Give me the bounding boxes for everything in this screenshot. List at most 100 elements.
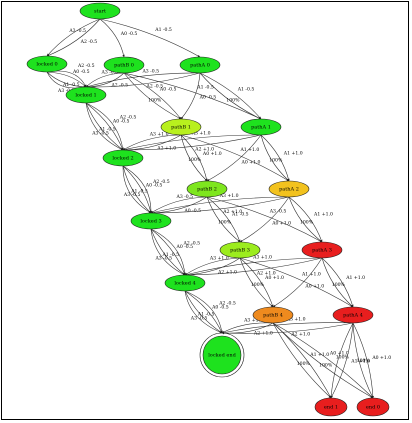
node-label: start <box>94 9 106 15</box>
node-pathA3[interactable]: pathA 3 <box>301 241 343 259</box>
node-pathB4[interactable]: pathB 4 <box>252 306 294 324</box>
node-ellipse <box>332 306 374 324</box>
edge-pathB3-pathA4 <box>239 257 354 308</box>
edge-pathA3-locked4 <box>184 257 323 277</box>
nodes-layer: start locked 0 pathB 0 pathA 0 locked 1 pathB… <box>26 2 390 417</box>
node-pathA1[interactable]: pathA 1 <box>240 118 282 136</box>
edge-locked3-locked4 <box>150 228 186 276</box>
node-label: locked end <box>208 353 236 359</box>
node-label: locked 2 <box>112 156 133 162</box>
edge-pathB4-end0 <box>272 322 374 399</box>
node-ellipse <box>252 306 294 324</box>
edge-label: A0 -0.5 <box>145 182 163 188</box>
node-outer-ring <box>199 332 245 378</box>
edge-pathA2-locked3 <box>150 196 290 215</box>
node-pathB3[interactable]: pathB 3 <box>219 241 261 259</box>
edge-label: A3 +1.0 <box>209 256 229 262</box>
edge-pathB3-pathB4 <box>239 257 274 308</box>
edge-pathA4-end0 <box>352 322 375 399</box>
edge-label: A3 -0.5 <box>123 192 141 198</box>
edge-label: A2 +1.0 <box>256 270 276 276</box>
edge-locked1-locked2 <box>85 102 124 151</box>
edge-pathA2-pathB3 <box>239 196 290 243</box>
edge-locked2-locked3 <box>122 165 152 214</box>
node-pathB1[interactable]: pathB 1 <box>160 118 202 136</box>
edge-pathA0-pathB1 <box>180 72 201 120</box>
edge-pathB1-pathB2 <box>180 134 208 182</box>
node-locked2[interactable]: locked 2 <box>102 149 144 167</box>
edge-label: A3 -0.5 <box>68 28 86 34</box>
node-locked4[interactable]: locked 4 <box>164 274 206 292</box>
edge-label: A0 +1.0 <box>371 355 391 361</box>
node-ellipse <box>102 149 144 167</box>
edge-label: A1 +1.0 <box>313 212 333 218</box>
node-pathB2[interactable]: pathB 2 <box>186 180 228 198</box>
edge-label: A0 +1.0 <box>271 221 291 227</box>
node-pathA0[interactable]: pathA 0 <box>179 56 221 74</box>
edge-label: 100% <box>251 282 265 288</box>
node-ellipse <box>79 2 121 20</box>
edge-label: A2 -0.5 <box>80 39 98 45</box>
node-label: pathB 1 <box>171 125 191 131</box>
node-label: pathB 3 <box>230 248 250 254</box>
edge-locked3-locked4 <box>150 228 186 276</box>
node-label: locked 3 <box>140 219 161 225</box>
edge-locked4-lockedEnd <box>184 290 223 334</box>
edge-pathB0-pathB1 <box>123 72 182 120</box>
edge-pathA3-locked4 <box>184 257 323 276</box>
edge-pathA1-pathA2 <box>260 134 290 182</box>
node-ellipse <box>130 212 172 230</box>
node-label: pathA 3 <box>312 248 332 254</box>
edge-pathB1-pathB2 <box>180 134 208 182</box>
edge-label: A3 +1.0 <box>286 316 306 322</box>
edge-pathB0-pathB1 <box>123 72 182 120</box>
node-start[interactable]: start <box>79 2 121 20</box>
edge-locked1-locked2 <box>85 102 124 151</box>
edge-label: 100% <box>269 157 283 163</box>
edge-label: A2 +1.0 <box>222 209 242 215</box>
edge-pathB2-locked3 <box>150 196 208 214</box>
node-ellipse <box>65 86 107 104</box>
edge-label: 100% <box>319 362 333 368</box>
node-lockedEnd[interactable]: locked end <box>199 332 245 378</box>
edge-pathB4-end1 <box>272 322 332 399</box>
edge-pathA4-end0 <box>352 322 374 399</box>
edge-label: A3 +1.0 <box>252 255 272 261</box>
node-pathB0[interactable]: pathB 0 <box>103 56 145 74</box>
edge-locked3-locked4 <box>150 228 186 276</box>
edge-label: A0 -0.5 <box>211 304 229 310</box>
edge-pathB3-locked4 <box>184 257 241 276</box>
node-locked1[interactable]: locked 1 <box>65 86 107 104</box>
node-locked0[interactable]: locked 0 <box>26 55 68 73</box>
node-pathA4[interactable]: pathA 4 <box>332 306 374 324</box>
edge-label: A2 +1.0 <box>194 146 214 152</box>
node-pathA2[interactable]: pathA 2 <box>268 180 310 198</box>
edge-label: A3 -0.5 <box>190 315 208 321</box>
edge-label: A1 -0.5 <box>130 189 148 195</box>
edge-locked0-locked1 <box>46 71 87 89</box>
edge-label: A1 -0.5 <box>197 312 215 318</box>
edge-pathA2-locked3 <box>150 196 290 214</box>
edge-label: A0 +1.0 <box>329 351 349 357</box>
edge-label: 100% <box>300 219 314 225</box>
edge-pathA4-lockedEnd <box>221 322 354 334</box>
edge-label: 100% <box>297 361 311 367</box>
node-label: pathB 0 <box>114 63 134 69</box>
node-ellipse <box>160 118 202 136</box>
edge-label: A2 +1.0 <box>290 332 310 338</box>
edge-label: A1 -0.5 <box>98 127 116 133</box>
node-end0[interactable]: end 0 <box>356 397 390 417</box>
edge-pathA3-pathA4 <box>321 257 354 308</box>
edge-label: A0 +1.0 <box>202 151 222 157</box>
node-end1[interactable]: end 1 <box>314 397 348 417</box>
edge-locked4-lockedEnd <box>184 290 223 334</box>
edge-label: A3 +1.0 <box>219 193 239 199</box>
node-locked3[interactable]: locked 3 <box>130 212 172 230</box>
edge-locked0-locked1 <box>46 71 87 88</box>
node-label: pathB 4 <box>263 313 283 319</box>
edge-label: A3 -0.5 <box>91 131 109 137</box>
edge-locked2-locked3 <box>122 165 152 214</box>
node-ellipse <box>219 241 261 259</box>
edge-label: A1 +1.0 <box>309 352 329 358</box>
